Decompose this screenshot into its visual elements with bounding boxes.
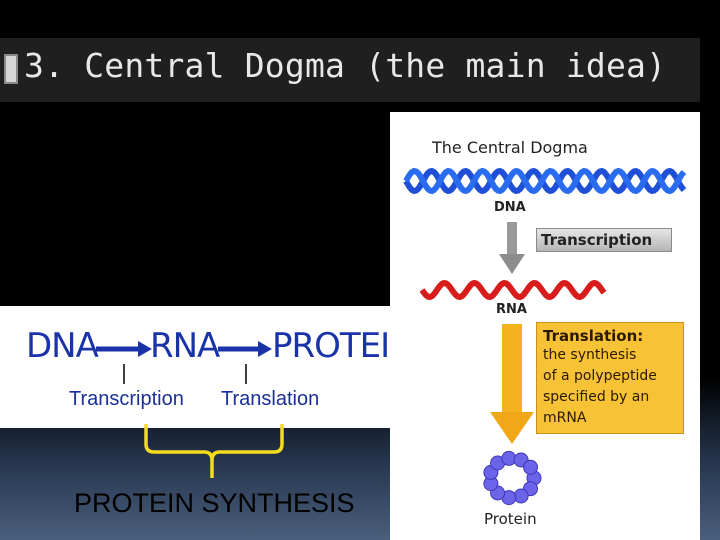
translation-arrow-icon — [490, 324, 534, 444]
slide-title: 3. Central Dogma (the main idea) — [24, 46, 667, 85]
eq-dna: DNA — [26, 326, 99, 366]
rna-strand-icon — [419, 279, 607, 301]
title-bar — [0, 38, 700, 102]
diagram-title: The Central Dogma — [432, 138, 588, 157]
translation-title: Translation: — [543, 327, 644, 345]
dna-helix-icon — [403, 167, 687, 195]
eq-rna: RNA — [150, 326, 220, 366]
diagram-dna-label: DNA — [494, 200, 526, 215]
label-translation: Translation — [221, 388, 320, 410]
diagram-rna-label: RNA — [496, 302, 527, 317]
translation-description: the synthesis of a polypeptide specified… — [543, 347, 657, 426]
protein-synthesis-label: PROTEIN SYNTHESIS — [74, 488, 355, 518]
transcription-arrow-icon — [499, 222, 525, 274]
translation-box: Translation: the synthesis of a polypept… — [536, 322, 684, 434]
arrowhead-dna-rna-icon — [138, 341, 152, 357]
transcription-box: Transcription — [536, 228, 672, 252]
equation-panel — [0, 306, 424, 428]
protein-icon — [483, 450, 542, 506]
diagram-protein-label: Protein — [484, 510, 537, 528]
label-transcription: Transcription — [69, 388, 184, 410]
protein-bead — [523, 459, 538, 475]
bullet-icon — [4, 54, 18, 84]
arrowhead-rna-protein-icon — [258, 341, 272, 357]
